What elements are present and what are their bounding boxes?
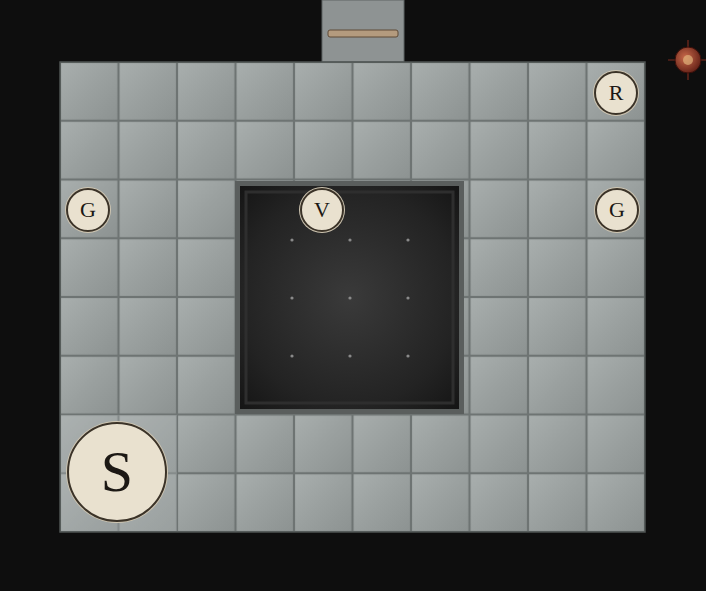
floor-grid <box>60 62 645 532</box>
pit-dots <box>290 238 409 357</box>
doorway <box>322 0 404 62</box>
creature-token: V <box>300 188 344 232</box>
token-letter: G <box>80 199 96 221</box>
token-letter: S <box>101 443 133 501</box>
start-area <box>61 415 177 531</box>
creature-token: S <box>67 422 167 522</box>
pit-rim <box>235 181 464 414</box>
creature-token: R <box>594 71 638 115</box>
pit <box>240 186 459 409</box>
token-letter: R <box>609 82 624 104</box>
door-bar <box>328 30 398 37</box>
token-letter: V <box>314 199 330 221</box>
creature-token: G <box>595 188 639 232</box>
token-letter: G <box>609 199 625 221</box>
creature-token: G <box>66 188 110 232</box>
compass-rose <box>668 40 706 80</box>
